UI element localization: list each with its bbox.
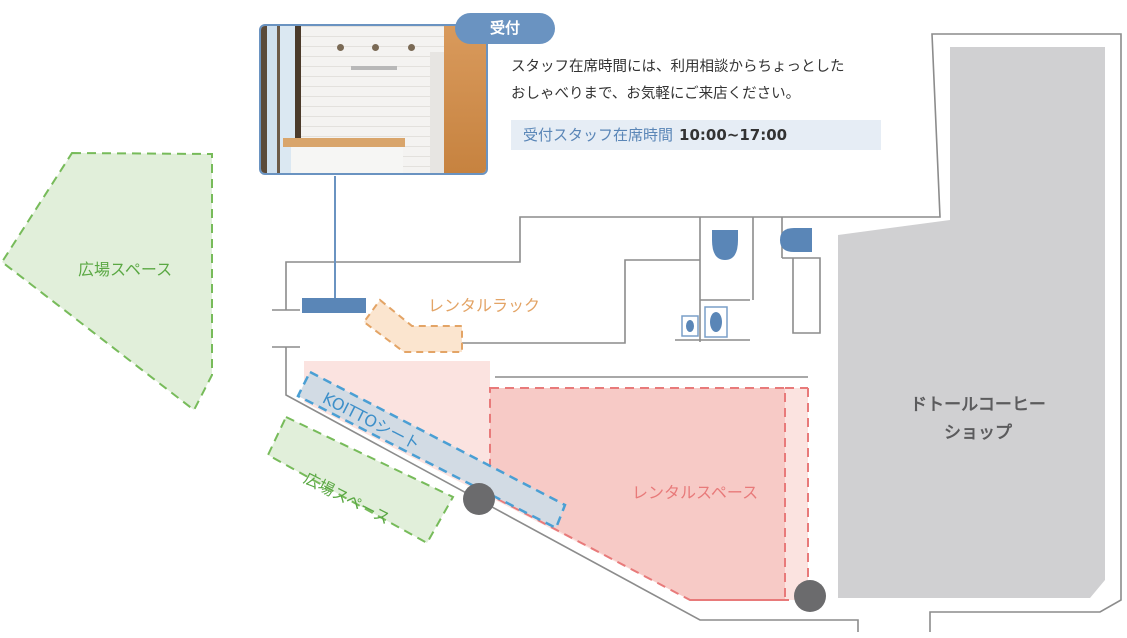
doutor-coffee-shop-area[interactable] — [838, 47, 1105, 598]
reception-counter[interactable] — [302, 298, 366, 313]
toilet-icon-side — [780, 228, 812, 252]
washbasin-icon-small — [681, 315, 699, 337]
plaza-area-left[interactable] — [0, 151, 213, 412]
hours-label: 受付スタッフ在席時間 — [523, 126, 674, 144]
shop-label-line2: ショップ — [944, 423, 1012, 443]
shop-label-line1: ドトールコーヒー — [910, 395, 1046, 415]
reception-photo — [259, 24, 488, 175]
reception-badge: 受付 — [455, 13, 555, 44]
reception-description-line2: おしゃべりまで、お気軽にご来店ください。 — [511, 86, 801, 102]
rental-rack-label: レンタルラック — [428, 296, 541, 315]
plaza-area-bottom[interactable] — [266, 415, 455, 545]
toilet-icon — [712, 230, 738, 260]
washbasin-icon — [704, 306, 728, 338]
hours-value: 10:00~17:00 — [679, 126, 788, 144]
rental-rack-area[interactable] — [362, 298, 463, 353]
plaza-left-label: 広場スペース — [78, 260, 173, 279]
koitto-seat-area[interactable] — [296, 370, 567, 530]
column-marker — [463, 483, 495, 515]
building-walls — [272, 33, 1122, 632]
reception-description-line1: スタッフ在席時間には、利用相談からちょっとした — [511, 59, 845, 75]
reception-description: スタッフ在席時間には、利用相談からちょっとした おしゃべりまで、お気軽にご来店く… — [511, 54, 891, 108]
reception-hours: 受付スタッフ在席時間 10:00~17:00 — [511, 120, 881, 150]
column-marker — [794, 580, 826, 612]
rental-space-label: レンタルスペース — [632, 483, 759, 502]
